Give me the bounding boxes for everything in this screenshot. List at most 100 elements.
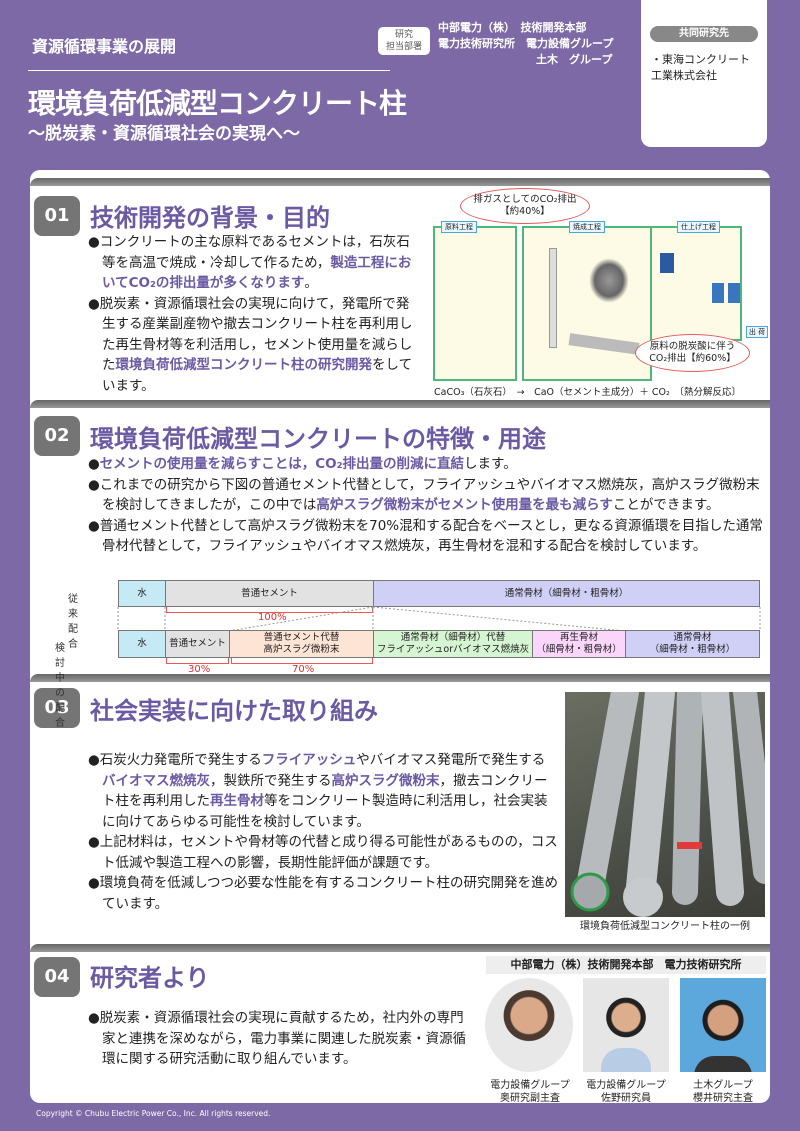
poles-illustration	[570, 692, 765, 917]
bullet-item: ●上記材料は，セメントや骨材等の代替と成り得る可能性があるものの，コスト低減や製…	[88, 832, 558, 873]
mix-cement: 普通セメント	[165, 630, 230, 658]
highlight-text: フライアッシュ	[261, 752, 357, 768]
process-stage: 原料工程	[433, 221, 517, 381]
section-number: 04	[34, 957, 80, 997]
silo-icon	[712, 283, 724, 303]
researcher-name: 櫻井研究主査	[693, 1093, 753, 1104]
process-stage: 焼成工程	[522, 221, 652, 381]
body-text: ●これまでの研究から下図の普通セメント代替として，フライアッシュやバイオマス燃焼…	[88, 476, 760, 514]
section-number: 03	[34, 688, 80, 728]
percent-label: 100%	[258, 612, 287, 623]
researcher-group: 土木グループ	[693, 1080, 753, 1091]
researcher-caption: 土木グループ櫻井研究主査	[673, 1079, 773, 1105]
clinker-image	[589, 258, 629, 303]
stage-label: 原料工程	[441, 221, 477, 233]
mix-recycled: 再生骨材 （細骨材・粗骨材）	[532, 630, 626, 658]
section-divider	[30, 944, 770, 952]
co2-decarbonation-callout: 原料の脱炭酸に伴う CO₂排出【約60%】	[635, 334, 750, 372]
body-text: ●脱炭素・資源循環社会の実現に貢献するため，社内外の専門家と連携を深めながら，電…	[88, 1010, 467, 1067]
mix-cement: 普通セメント	[165, 580, 374, 607]
body-text: 等をコンクリート製造時に利活用し，社会実装に向けてあらゆる可能性を検討しています…	[102, 793, 548, 830]
percent-label: 70%	[292, 664, 315, 675]
researcher-caption: 電力設備グループ佐野研究員	[576, 1079, 676, 1105]
stage-label: 仕上げ工程	[677, 221, 720, 233]
partner-line: ・東海コンクリート	[651, 53, 750, 66]
researcher-photo	[485, 978, 573, 1072]
brace	[231, 658, 373, 664]
org-label: 中部電力（株）技術開発本部 電力技術研究所	[486, 956, 766, 974]
body-text: 。	[304, 275, 318, 291]
dept-badge-line: 研究	[394, 30, 413, 40]
researcher-group: 電力設備グループ	[586, 1080, 666, 1091]
section-heading: 研究者より	[90, 964, 210, 992]
copyright: Copyright © Chubu Electric Power Co., In…	[36, 1109, 271, 1118]
partner-line: 工業株式会社	[651, 69, 717, 82]
cement-process-diagram: 原料工程 焼成工程 仕上げ工程 出 荷 排ガスとしてのCO₂排出 【約40%】 …	[430, 186, 770, 398]
section-heading: 技術開発の背景・目的	[90, 204, 330, 232]
section4-text: ●脱炭素・資源循環社会の実現に貢献するため，社内外の専門家と連携を深めながら，電…	[88, 1008, 473, 1070]
partner-label: 共同研究先	[650, 26, 758, 42]
highlight-text: バイオマス燃焼灰	[102, 772, 210, 789]
section-divider	[30, 674, 770, 682]
brace	[166, 658, 229, 664]
body-text: ●脱炭素・資源循環社会の実現に向けて，発電所で発生する産業副産物や撤去コンクリー…	[88, 295, 413, 374]
highlight-text: 高炉スラグ微粉末がセメント使用量を最も減らす	[316, 497, 613, 513]
body-text: ●普通セメント代替として高炉スラグ微粉末を70%混和する配合をベースとし，更なる…	[88, 517, 763, 555]
preheater-icon	[549, 248, 557, 348]
body-text: します。	[464, 456, 517, 472]
mix-aggregate: 通常骨材 （細骨材・粗骨材）	[625, 630, 760, 658]
percent-label: 30%	[188, 664, 211, 675]
researcher-name: 奥研究副主査	[500, 1093, 560, 1104]
highlight-text: 再生骨材	[210, 793, 264, 809]
body-text: をしています。	[102, 357, 413, 394]
highlight-text: 高炉スラグ微粉末	[331, 772, 440, 789]
highlight-text: 環境負荷低減型コンクリート柱の研究開発	[115, 357, 373, 373]
body-text: ことができます。	[612, 497, 720, 513]
partner-box: 共同研究先 ・東海コンクリート工業株式会社	[641, 0, 767, 147]
bullet-item: ●脱炭素・資源循環社会の実現に貢献するため，社内外の専門家と連携を深めながら，電…	[88, 1008, 473, 1070]
highlight-text: 製造工程においてCO₂の排出量が多くなります	[102, 254, 412, 292]
row-label: 従来配合	[68, 594, 78, 650]
brace	[166, 607, 373, 613]
bullet-item: ●これまでの研究から下図の普通セメント代替として，フライアッシュやバイオマス燃焼…	[88, 475, 768, 516]
mix-aggregate: 通常骨材（細骨材・粗骨材）	[373, 580, 760, 607]
researcher-name: 佐野研究員	[601, 1093, 651, 1104]
dept-line: 土木 グループ	[536, 53, 613, 66]
section-divider	[30, 178, 770, 186]
bullet-item: ●コンクリートの主な原料であるセメントは，石灰石等を高温で焼成・冷却して作るため…	[88, 232, 418, 294]
silo-icon	[660, 253, 674, 273]
section-heading: 環境負荷低減型コンクリートの特徴・用途	[90, 425, 546, 453]
section3-text: ●石炭火力発電所で発生するフライアッシュやバイオマス発電所で発生するバイオマス燃…	[88, 750, 558, 914]
mix-water: 水	[118, 580, 166, 607]
bullet-item: ●脱炭素・資源循環社会の実現に向けて，発電所で発生する産業副産物や撤去コンクリー…	[88, 294, 418, 397]
body-text: ●上記材料は，セメントや骨材等の代替と成り得る可能性があるものの，コスト低減や製…	[88, 834, 558, 871]
mix-slag: 普通セメント代替 高炉スラグ微粉末	[229, 630, 374, 658]
mix-flyash: 通常骨材（細骨材）代替 フライアッシュorバイオマス燃焼灰	[373, 630, 533, 658]
shipping-label: 出 荷	[746, 326, 768, 338]
body-text: ●	[88, 456, 100, 472]
department-list: 中部電力（株） 技術開発本部 電力技術研究所 電力設備グループ 土木 グループ	[438, 20, 613, 68]
bullet-item: ●普通セメント代替として高炉スラグ微粉末を70%混和する配合をベースとし，更なる…	[88, 516, 768, 557]
body-text: やバイオマス発電所で発生する	[356, 752, 546, 768]
bullet-item: ●セメントの使用量を減らすことは，CO₂排出量の削減に直結します。	[88, 454, 768, 475]
process-stage: 仕上げ工程	[650, 221, 742, 341]
row-label: 検討中の配合	[55, 643, 65, 729]
category-label: 資源循環事業の展開	[32, 37, 177, 56]
silo-icon	[728, 283, 740, 303]
body-text: ●環境負荷を低減しつつ必要な性能を有するコンクリート柱の研究開発を進めています。	[88, 875, 558, 912]
bullet-item: ●環境負荷を低減しつつ必要な性能を有するコンクリート柱の研究開発を進めています。	[88, 873, 558, 914]
researcher-caption: 電力設備グループ奥研究副主査	[480, 1079, 580, 1105]
dept-badge: 研究担当部署	[378, 27, 430, 55]
body-text: ，製鉄所で発生する	[210, 772, 332, 789]
connector-lines	[117, 606, 761, 632]
bullet-item: ●石炭火力発電所で発生するフライアッシュやバイオマス発電所で発生するバイオマス燃…	[88, 750, 558, 832]
page-title: 環境負荷低減型コンクリート柱	[28, 87, 407, 120]
section1-text: ●コンクリートの主な原料であるセメントは，石灰石等を高温で焼成・冷却して作るため…	[88, 232, 418, 396]
dept-badge-line: 担当部署	[385, 42, 422, 52]
body-text: ，撤去コンクリート柱を再利用した	[102, 772, 548, 810]
researcher-photo	[583, 978, 669, 1072]
section2-text: ●セメントの使用量を減らすことは，CO₂排出量の削減に直結します。●これまでの研…	[88, 454, 768, 557]
co2-exhaust-callout: 排ガスとしてのCO₂排出 【約40%】	[460, 188, 590, 224]
stage-label: 焼成工程	[569, 221, 605, 233]
section-number: 01	[34, 196, 80, 236]
